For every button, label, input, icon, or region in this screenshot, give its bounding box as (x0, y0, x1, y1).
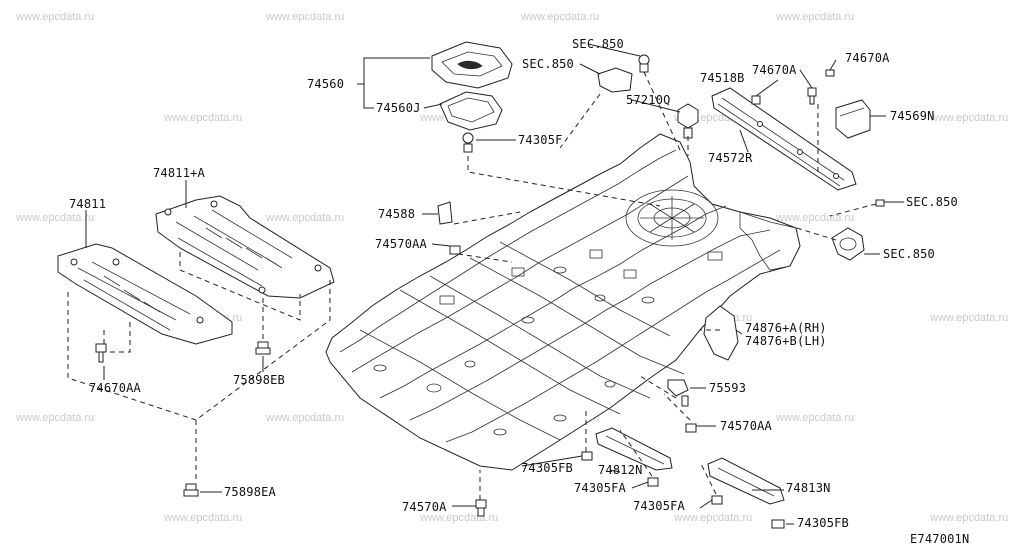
callout-74305FA-a: 74305FA (574, 481, 627, 495)
callout-74305FA-b: 74305FA (633, 499, 686, 513)
part-74813N-strip (707, 457, 785, 505)
watermark: www.epcdata.ru (265, 212, 344, 224)
callout-74570AA-right: 74570AA (720, 419, 773, 433)
part-74572R-member (711, 87, 857, 191)
callout-74670AA: 74670AA (89, 381, 142, 395)
callout-75593: 75593 (709, 381, 746, 395)
part-74305F-clip (462, 132, 474, 153)
fastener-74670AA (95, 343, 107, 363)
callout-74812N: 74812N (598, 463, 643, 477)
watermark: www.epcdata.ru (265, 412, 344, 424)
watermark: www.epcdata.ru (929, 512, 1008, 524)
dashed-assembly-lines (67, 71, 877, 500)
part-74569N-bracket (835, 99, 871, 139)
diagram-code: E747001N (910, 532, 969, 546)
watermark: www.epcdata.ru (673, 512, 752, 524)
part-57210Q (677, 103, 699, 139)
watermark: www.epcdata.ru (163, 512, 242, 524)
watermark: www.epcdata.ru (775, 11, 854, 23)
watermark: www.epcdata.ru (163, 112, 242, 124)
watermark: www.epcdata.ru (520, 11, 599, 23)
callout-sec850-2: SEC.850 (522, 57, 574, 71)
watermark: www.epcdata.ru (15, 212, 94, 224)
fastener-74670A (807, 69, 835, 105)
callout-74305FB-right: 74305FB (797, 516, 849, 530)
part-SEC850-bracket-top (597, 54, 650, 93)
callout-74518B: 74518B (700, 71, 745, 85)
callout-75898EB: 75898EB (233, 373, 285, 387)
callout-74588: 74588 (378, 207, 415, 221)
callout-74305FB-left: 74305FB (521, 461, 573, 475)
part-75593-clip (667, 379, 689, 407)
callout-sec850-1: SEC.850 (572, 37, 624, 51)
fastener-75898EB (255, 341, 271, 355)
leader-lines (85, 43, 904, 525)
callout-74572R: 74572R (708, 151, 753, 165)
part-SEC850-seat (831, 199, 885, 261)
callout-57210Q: 57210Q (626, 93, 671, 107)
callout-74670A-1: 74670A (752, 63, 797, 77)
callout-74811: 74811 (69, 197, 106, 211)
callout-sec850-3: SEC.850 (906, 195, 958, 209)
callout-74876-lh: 74876+B(LH) (745, 334, 827, 348)
part-74811-cover (57, 243, 233, 345)
part-74876-guard (703, 305, 739, 361)
part-74518B (751, 95, 761, 105)
part-74560 (431, 41, 513, 89)
watermark: www.epcdata.ru (775, 412, 854, 424)
watermark: www.epcdata.ru (775, 212, 854, 224)
callout-sec850-4: SEC.850 (883, 247, 935, 261)
callout-74811A: 74811+A (153, 166, 206, 180)
watermark: www.epcdata.ru (929, 312, 1008, 324)
callout-74570AA-left: 74570AA (375, 237, 428, 251)
callout-74560: 74560 (307, 77, 344, 91)
fastener-74570AA-right (685, 423, 697, 433)
callout-75898EA: 75898EA (224, 485, 277, 499)
rear-floor-panel (325, 133, 801, 471)
callout-74813N: 74813N (786, 481, 831, 495)
watermark: www.epcdata.ru (15, 11, 94, 23)
callout-74670A-2: 74670A (845, 51, 890, 65)
part-74560J (439, 91, 503, 131)
watermark: www.epcdata.ru (929, 112, 1008, 124)
fasteners-bottom (437, 201, 785, 529)
callout-labels: 74560 74560J 74305F 74811+A 74811 74670A… (69, 37, 969, 546)
part-74811A-cover (155, 195, 335, 299)
callout-74305F: 74305F (518, 133, 563, 147)
part-74812N-strip (595, 427, 673, 471)
callout-74876-rh: 74876+A(RH) (745, 321, 827, 335)
callout-74570A-bottom: 74570A (402, 500, 447, 514)
callout-74569N: 74569N (890, 109, 935, 123)
callout-74560J: 74560J (376, 101, 421, 115)
fastener-75898EA (183, 483, 199, 497)
watermark: www.epcdata.ru (15, 412, 94, 424)
watermark: www.epcdata.ru (265, 11, 344, 23)
